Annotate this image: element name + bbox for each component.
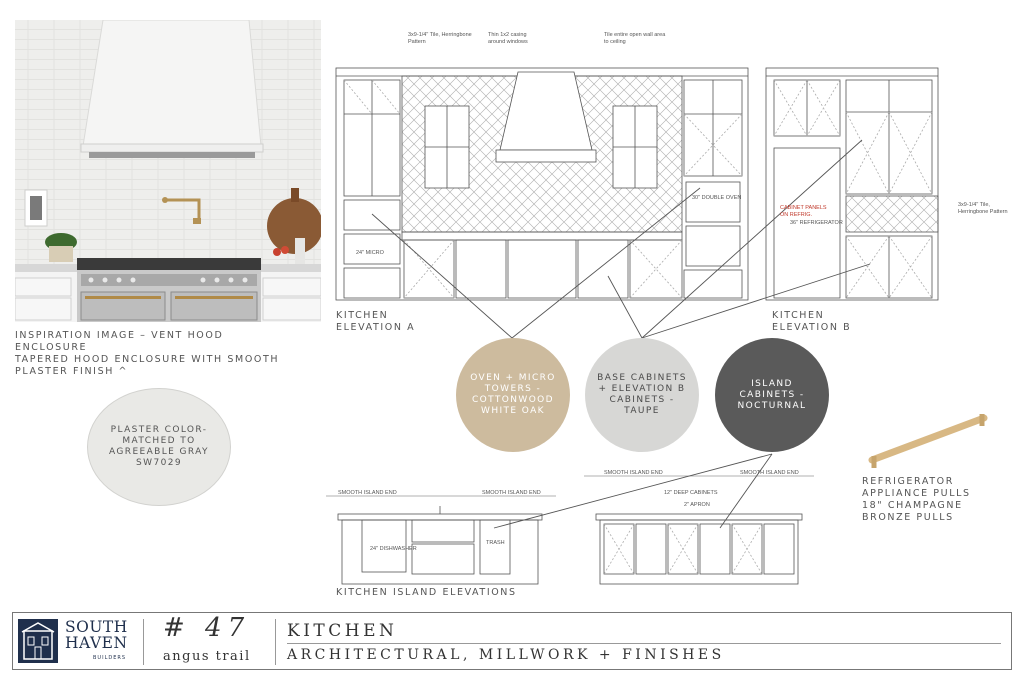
elevation-b-drawing (765, 67, 939, 301)
note-tile: 3x9-1/4" Tile, Herringbone Pattern (408, 32, 472, 45)
note-smooth-end: SMOOTH ISLAND END (740, 470, 799, 476)
logo-mark (18, 619, 58, 663)
elevation-a-drawing (335, 67, 749, 301)
inspiration-photo (15, 20, 321, 322)
elevation-a-label: KITCHEN ELEVATION A (336, 310, 415, 334)
note-trash: TRASH (486, 540, 505, 546)
house-icon (21, 622, 55, 660)
project-number: # 47 (163, 613, 251, 643)
brand-name: SOUTH HAVEN (65, 619, 128, 651)
note-deep-cabinets: 12" DEEP CABINETS (664, 490, 718, 496)
elevation-b-label-line: ELEVATION B (772, 322, 852, 333)
note-smooth-end: SMOOTH ISLAND END (604, 470, 663, 476)
plaster-swatch-line: AGREEABLE GRAY (109, 447, 209, 457)
pulls-caption: REFRIGERATOR APPLIANCE PULLS 18" CHAMPAG… (862, 476, 971, 524)
swatch-line: CABINETS - (609, 395, 675, 405)
swatch-island-cabinets: ISLAND CABINETS - NOCTURNAL (715, 338, 829, 452)
elevation-a-label-line: KITCHEN (336, 310, 389, 321)
swatch-line: WHITE OAK (481, 406, 545, 416)
note-apron: 2" APRON (684, 502, 710, 508)
appliance-pull-illustration (868, 414, 988, 468)
brand-line: HAVEN (65, 634, 128, 652)
swatch-line: CABINETS - (739, 389, 805, 400)
elevation-a-label-line: ELEVATION A (336, 322, 416, 333)
inspiration-caption: INSPIRATION IMAGE – VENT HOOD ENCLOSURE … (15, 330, 279, 378)
swatch-oven-towers: OVEN + MICRO TOWERS - COTTONWOOD WHITE O… (456, 338, 570, 452)
inspiration-caption-line: ENCLOSURE (15, 342, 88, 353)
divider (275, 619, 276, 665)
project-street: angus trail (163, 649, 251, 664)
note-dishwasher: 24" DISHWASHER (370, 546, 417, 552)
brand-line: SOUTH (65, 618, 128, 636)
title-rule (287, 643, 1001, 644)
swatch-line: OVEN + MICRO (470, 373, 556, 383)
inspiration-caption-line: PLASTER FINISH ^ (15, 366, 129, 377)
elevation-drawings (326, 67, 988, 585)
note-tile-b: 3x9-1/4" Tile, Herringbone Pattern (958, 202, 1008, 215)
note-smooth-end: SMOOTH ISLAND END (482, 490, 541, 496)
plaster-color-swatch: PLASTER COLOR- MATCHED TO AGREEABLE GRAY… (87, 388, 231, 506)
swatch-line: ISLAND (751, 378, 793, 389)
swatch-line: NOCTURNAL (737, 400, 807, 411)
plaster-swatch-line: SW7029 (136, 458, 182, 468)
swatch-line: TOWERS - (484, 384, 542, 394)
elevation-b-label: KITCHEN ELEVATION B (772, 310, 851, 334)
swatch-line: + ELEVATION B (598, 384, 686, 394)
note-refrigerator: 36" REFRIGERATOR (790, 220, 843, 226)
swatch-line: TAUPE (624, 406, 660, 416)
plaster-swatch-line: PLASTER COLOR- (110, 425, 208, 435)
sheet-title: KITCHEN (287, 621, 398, 641)
inspiration-caption-line: INSPIRATION IMAGE – VENT HOOD (15, 330, 224, 341)
island-elevations-label: KITCHEN ISLAND ELEVATIONS (336, 587, 517, 598)
sheet-subtitle: ARCHITECTURAL, MILLWORK + FINISHES (287, 647, 725, 663)
note-tile-wall: Tile entire open wall area to ceiling (604, 32, 666, 45)
swatch-line: COTTONWOOD (471, 395, 554, 405)
swatch-line: BASE CABINETS (597, 373, 687, 383)
pulls-caption-line: BRONZE PULLS (862, 512, 954, 523)
inspiration-caption-line: TAPERED HOOD ENCLOSURE WITH SMOOTH (15, 354, 280, 365)
note-casing: Thin 1x2 casing around windows (488, 32, 528, 45)
island-elevations-drawing (326, 475, 814, 585)
note-micro: 24" MICRO (356, 250, 384, 256)
hood-photo-illustration (15, 20, 321, 322)
plaster-swatch-line: MATCHED TO (122, 436, 196, 446)
pulls-caption-line: APPLIANCE PULLS (862, 488, 971, 499)
pulls-caption-line: REFRIGERATOR (862, 476, 954, 487)
brand-subtitle: BUILDERS (93, 655, 127, 661)
leader-lines (371, 139, 871, 529)
elevation-b-label-line: KITCHEN (772, 310, 825, 321)
note-cabinet-panels: CABINET PANELS ON REFRIG. (780, 205, 827, 218)
divider (143, 619, 144, 665)
note-double-oven: 30" DOUBLE OVEN (692, 195, 742, 201)
note-smooth-end: SMOOTH ISLAND END (338, 490, 397, 496)
swatch-base-cabinets: BASE CABINETS + ELEVATION B CABINETS - T… (585, 338, 699, 452)
title-block: SOUTH HAVEN BUILDERS # 47 angus trail KI… (12, 612, 1012, 670)
pulls-caption-line: 18" CHAMPAGNE (862, 500, 963, 511)
